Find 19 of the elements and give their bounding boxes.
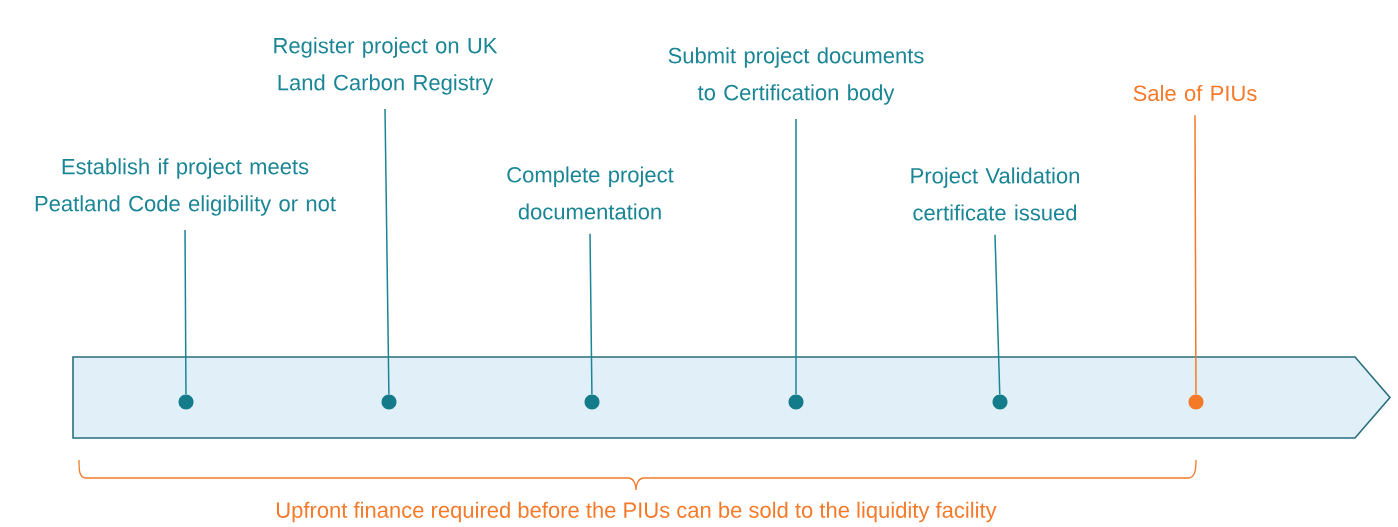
leader-line <box>994 234 1001 396</box>
milestone-text: Project Validation certificate issued <box>911 167 1079 221</box>
leader-line <box>184 229 187 396</box>
timeline-dot <box>584 394 600 410</box>
milestone-text: Complete project documentation <box>507 166 674 220</box>
bracket-label: Upfront finance required before the PIUs can be sold to the liquidity facility <box>276 501 997 523</box>
timeline-dot <box>178 394 194 410</box>
timeline-dot <box>381 394 397 410</box>
leader-line <box>795 118 797 396</box>
timeline-dot <box>1188 394 1204 410</box>
milestone-text: Submit project documents to Certification body <box>668 47 924 105</box>
milestone-text: Establish if project meets Peatland Code eligibility or not <box>35 158 336 216</box>
leader-line <box>1194 114 1197 396</box>
leader-line <box>384 108 390 396</box>
milestone-text: Register project on UK Land Carbon Registry <box>274 37 498 95</box>
timeline-dot <box>992 394 1008 410</box>
milestone-text: Sale of PIUs <box>1133 84 1257 102</box>
leader-line <box>589 233 593 396</box>
timeline-dot <box>788 394 804 410</box>
